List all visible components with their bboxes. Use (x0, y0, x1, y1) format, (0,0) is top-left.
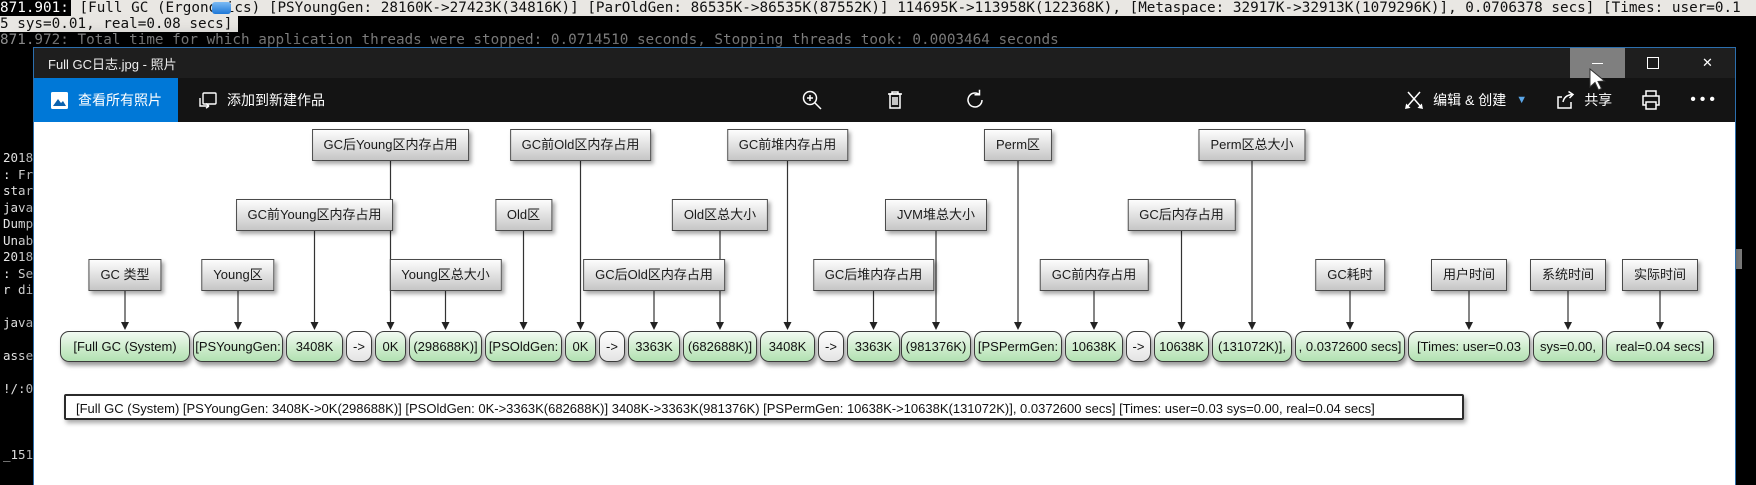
view-all-photos-button[interactable]: 查看所有照片 (34, 78, 178, 122)
gc-segment: [PSYoungGen: (193, 331, 283, 362)
toolbar: 查看所有照片 添加到新建作品 (34, 78, 1735, 122)
edit-create-button[interactable]: 编辑 & 创建 ▼ (1403, 89, 1527, 111)
printer-icon[interactable] (1639, 88, 1663, 112)
diagram-label: GC后Young区内存占用 (311, 129, 470, 161)
mouse-cursor (1588, 68, 1610, 92)
window-controls: ✕ (1570, 48, 1735, 78)
maximize-button[interactable] (1625, 48, 1680, 78)
diagram-label: Old区 (494, 199, 553, 231)
gc-segment-arrow: -> (1126, 331, 1151, 362)
diagram-label: GC后堆内存占用 (812, 259, 935, 291)
add-to-creation-button[interactable]: 添加到新建作品 (198, 90, 325, 110)
gc-segment: (682688K)] (683, 331, 757, 362)
share-label: 共享 (1584, 92, 1613, 108)
edit-create-icon (1403, 89, 1425, 111)
gc-segment: (981376K) (901, 331, 971, 362)
rotate-icon[interactable] (963, 88, 987, 112)
minimize-icon (1592, 62, 1603, 64)
terminal-line-3: 871.972: Total time for which applicatio… (0, 32, 1756, 48)
diagram-label: GC前Young区内存占用 (235, 199, 394, 231)
diagram-label: 系统时间 (1529, 259, 1607, 291)
gc-segment: 3408K (286, 331, 343, 362)
edit-create-label: 编辑 & 创建 (1433, 92, 1507, 108)
gc-segment: [Full GC (System) (60, 331, 190, 362)
gc-segment: 3363K (847, 331, 900, 362)
diagram-label: Young区 (201, 259, 275, 291)
gc-segment-arrow: -> (346, 331, 372, 362)
chevron-down-icon: ▼ (1516, 94, 1528, 106)
gc-segment: 10638K (1065, 331, 1123, 362)
terminal-left-text: 2018 : Fr star java Dump Unab 2018 : Se … (3, 150, 34, 462)
maximize-icon (1646, 57, 1659, 69)
gc-segment-arrow: -> (818, 331, 844, 362)
see-more-icon[interactable]: ••• (1690, 91, 1719, 108)
terminal-log-area: 871.901: [Full GC (Ergonomics) [PSYoungG… (0, 0, 1756, 48)
zoom-in-icon[interactable] (800, 88, 824, 112)
gc-segment: 3363K (628, 331, 680, 362)
diagram-label: GC前Old区内存占用 (509, 129, 652, 161)
log-timestamp: 871.901: (0, 0, 71, 16)
view-all-photos-label: 查看所有照片 (78, 92, 162, 108)
gc-segment: [PSPermGen: (974, 331, 1062, 362)
gc-segment: 0K (375, 331, 406, 362)
toolbar-right-cluster: 编辑 & 创建 ▼ 共享 ••• (1403, 78, 1719, 122)
gc-segment: real=0.04 secs] (1606, 331, 1714, 362)
close-button[interactable]: ✕ (1680, 48, 1735, 78)
diagram-label: GC 类型 (88, 259, 162, 291)
gc-segment: 3408K (760, 331, 815, 362)
diagram-label: JVM堆总大小 (884, 199, 988, 231)
photo-icon (50, 91, 69, 110)
gc-segment: 0K (565, 331, 596, 362)
diagram-label: GC前堆内存占用 (726, 129, 849, 161)
diagram-label: GC后Old区内存占用 (583, 259, 725, 291)
add-to-creation-label: 添加到新建作品 (227, 92, 325, 108)
diagram-label: GC后内存占用 (1127, 199, 1236, 231)
gc-segment: (298688K)] (409, 331, 482, 362)
gc-segment: sys=0.00, (1533, 331, 1603, 362)
diagram-label: Perm区总大小 (1198, 129, 1306, 161)
diagram-label: Young区总大小 (389, 259, 502, 291)
title-bar[interactable]: Full GC日志.jpg - 照片 ✕ (34, 48, 1735, 78)
minimize-button[interactable] (1570, 48, 1625, 78)
gc-log-full-line: [Full GC (System) [PSYoungGen: 3408K->0K… (64, 394, 1464, 420)
share-icon (1554, 89, 1576, 111)
gc-segment: [Times: user=0.03 (1408, 331, 1530, 362)
log-line-text: [Full GC (Ergonomics) [PSYoungGen: 28160… (70, 0, 1741, 16)
gc-segment-arrow: -> (599, 331, 625, 362)
diagram-label: Old区总大小 (671, 199, 769, 231)
close-icon: ✕ (1702, 55, 1713, 70)
gc-segment: [PSOldGen: (485, 331, 562, 362)
diagram-label: 实际时间 (1621, 259, 1699, 291)
terminal-line-2: 5 sys=0.01, real=0.08 secs] (0, 16, 1756, 32)
photos-window: Full GC日志.jpg - 照片 ✕ 查看所有照片 添加到新建作品 (33, 47, 1736, 485)
photo-content: [Full GC (System) [PSYoungGen: 3408K->0K… (34, 122, 1733, 485)
diagram-label: Perm区 (983, 129, 1053, 161)
scrollbar-thumb[interactable] (1736, 249, 1742, 269)
gc-segment: 10638K (1154, 331, 1209, 362)
terminal-line-1: 871.901: [Full GC (Ergonomics) [PSYoungG… (0, 0, 1756, 16)
add-to-album-icon (198, 90, 218, 110)
gc-segment: (131072K)], (1212, 331, 1292, 362)
trash-icon[interactable] (883, 88, 907, 112)
gc-segment: , 0.0372600 secs] (1295, 331, 1405, 362)
diagram-label: GC前内存占用 (1039, 259, 1149, 291)
window-title: Full GC日志.jpg - 照片 (48, 56, 177, 72)
connector-lines (121, 159, 1664, 330)
diagram-label: GC耗时 (1315, 259, 1385, 291)
share-button[interactable]: 共享 (1554, 89, 1612, 111)
diagram-label: 用户时间 (1430, 259, 1508, 291)
text-selection-cursor (212, 2, 231, 14)
